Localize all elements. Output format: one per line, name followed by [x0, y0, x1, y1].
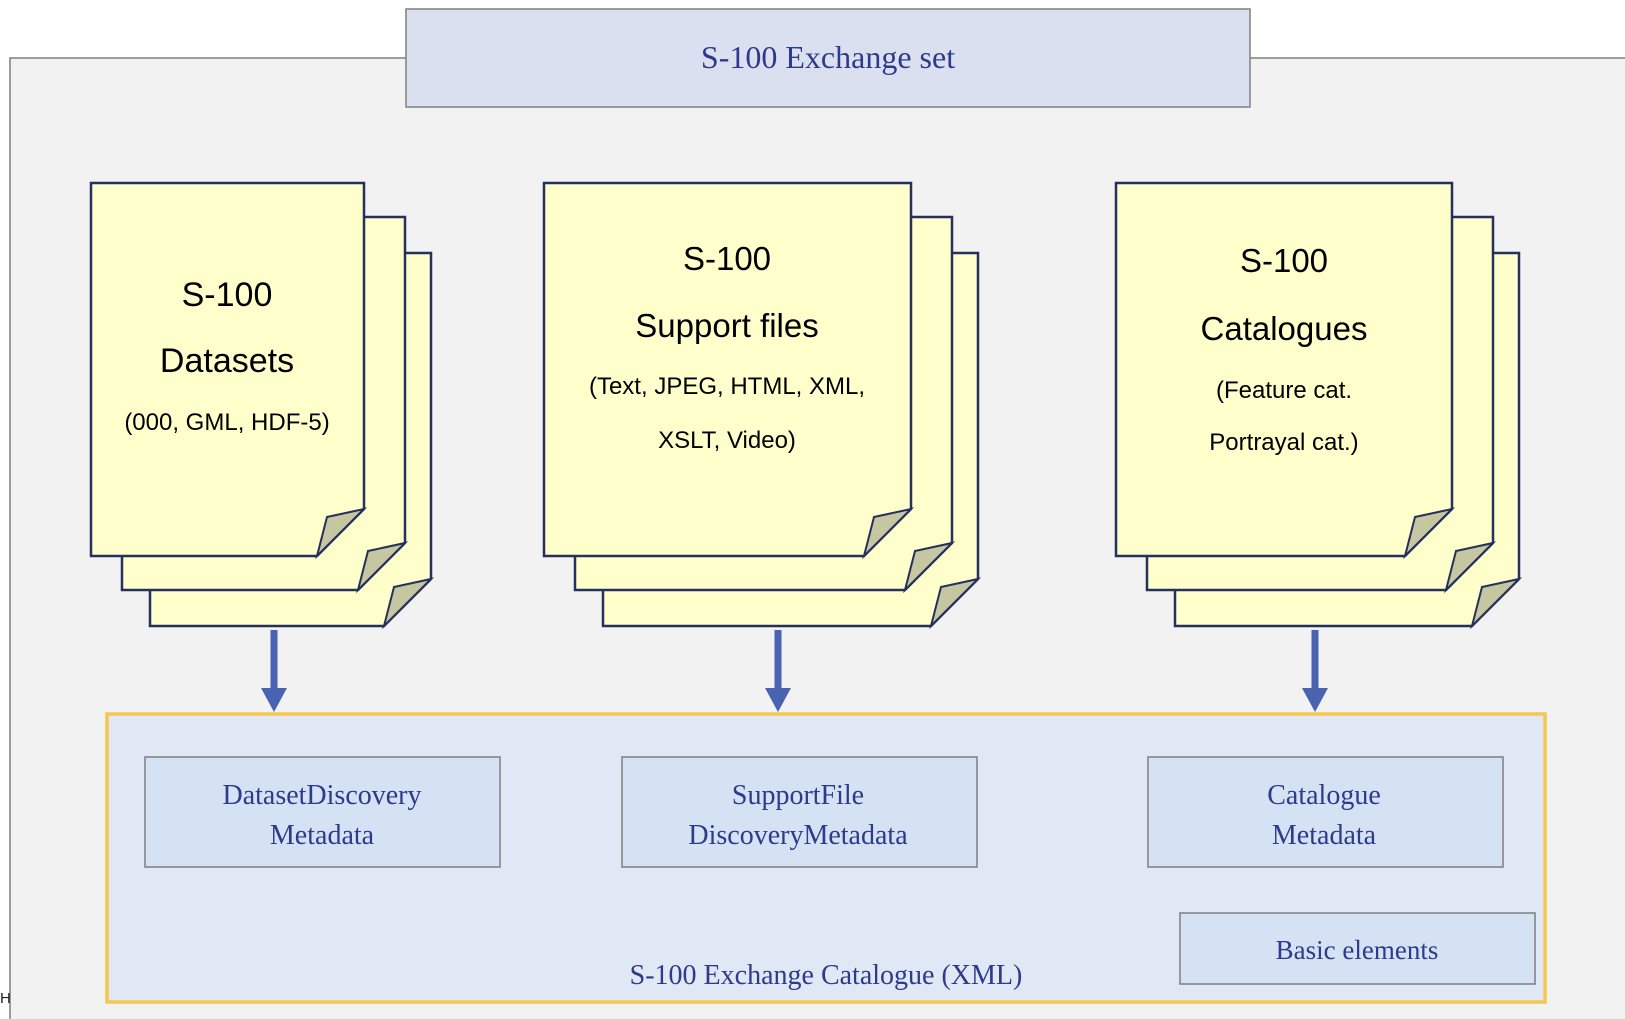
arrow-head: [1302, 688, 1328, 712]
metadata-label-line: Metadata: [270, 820, 375, 851]
stack-detail-line: Portrayal cat.): [1209, 429, 1358, 456]
document-page: [1114, 181, 1454, 558]
page-fold: [382, 577, 435, 630]
metadata-label-line: SupportFile: [732, 780, 864, 811]
page-fold: [903, 541, 956, 594]
stack-detail-line: XSLT, Video): [658, 427, 796, 454]
stack-heading: S-100: [1240, 242, 1328, 279]
basic-elements-label: Basic elements: [1276, 935, 1439, 965]
metadata-label-line: DatasetDiscovery: [222, 780, 421, 811]
metadata-label-line: DiscoveryMetadata: [688, 820, 908, 851]
page-fold: [356, 541, 409, 594]
page-fold: [315, 507, 368, 560]
document-page: [542, 181, 913, 558]
metadata-label-line: Metadata: [1272, 820, 1377, 851]
stack-detail-line: (Text, JPEG, HTML, XML,: [589, 373, 865, 400]
exchange-set-header: [405, 8, 1251, 108]
exchange-set-title: S-100 Exchange set: [701, 39, 955, 75]
page-fold: [1470, 577, 1523, 630]
metadata-box-rect: [144, 756, 501, 868]
exchange-catalogue-title: S-100 Exchange Catalogue (XML): [630, 960, 1023, 991]
stack-detail-line: (000, GML, HDF-5): [124, 409, 329, 436]
stack-name: Catalogues: [1201, 310, 1368, 347]
metadata-box-rect: [621, 756, 978, 868]
stray-glyph: H: [0, 990, 11, 1007]
arrow-head: [261, 688, 287, 712]
stack-heading: S-100: [182, 276, 273, 314]
metadata-label-line: Catalogue: [1267, 780, 1381, 811]
page-fold: [1403, 507, 1456, 560]
stack-name: Support files: [635, 307, 818, 344]
basic-elements-box: [1179, 912, 1536, 985]
arrow-head: [765, 688, 791, 712]
metadata-box-rect: [1147, 756, 1504, 868]
stack-detail-line: (Feature cat.: [1216, 377, 1352, 404]
stack-name: Datasets: [160, 342, 294, 380]
page-fold: [929, 577, 982, 630]
page-fold: [862, 507, 915, 560]
page-fold: [1444, 541, 1497, 594]
stack-heading: S-100: [683, 240, 771, 277]
frame-gap: [0, 935, 9, 1019]
